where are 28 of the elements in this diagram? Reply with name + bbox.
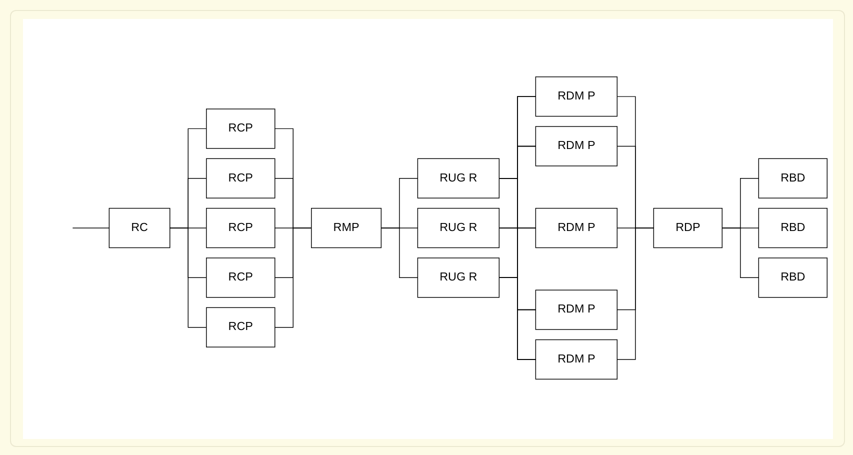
- node-box: RCP: [206, 258, 275, 298]
- node-box: RDP: [652, 208, 722, 249]
- connector: [616, 228, 654, 360]
- connector: [498, 178, 536, 360]
- connector: [380, 228, 418, 279]
- node-box: RCP: [206, 158, 275, 199]
- node-box: RCP: [206, 308, 275, 348]
- node-box: RDM P: [534, 76, 617, 118]
- node-box: RBD: [758, 208, 827, 249]
- node-box: RUG R: [416, 208, 500, 249]
- node-box: RDM P: [534, 340, 617, 380]
- connector: [274, 228, 312, 328]
- node-box: RUG R: [416, 158, 500, 199]
- connector: [169, 228, 206, 328]
- node-box: RBD: [758, 158, 827, 199]
- node-box: RDM P: [534, 290, 617, 330]
- node-box: RC: [108, 208, 170, 249]
- connector: [498, 228, 536, 360]
- node-box: RDM P: [534, 208, 617, 249]
- node-box: RCP: [206, 109, 275, 150]
- connector: [721, 228, 759, 279]
- node-box: RUG R: [416, 258, 500, 298]
- connector: [72, 228, 110, 229]
- connector: [498, 278, 536, 360]
- node-box: RMP: [310, 208, 382, 249]
- node-box: RDM P: [534, 126, 617, 167]
- node-box: RCP: [206, 208, 275, 249]
- node-box: RBD: [758, 258, 827, 298]
